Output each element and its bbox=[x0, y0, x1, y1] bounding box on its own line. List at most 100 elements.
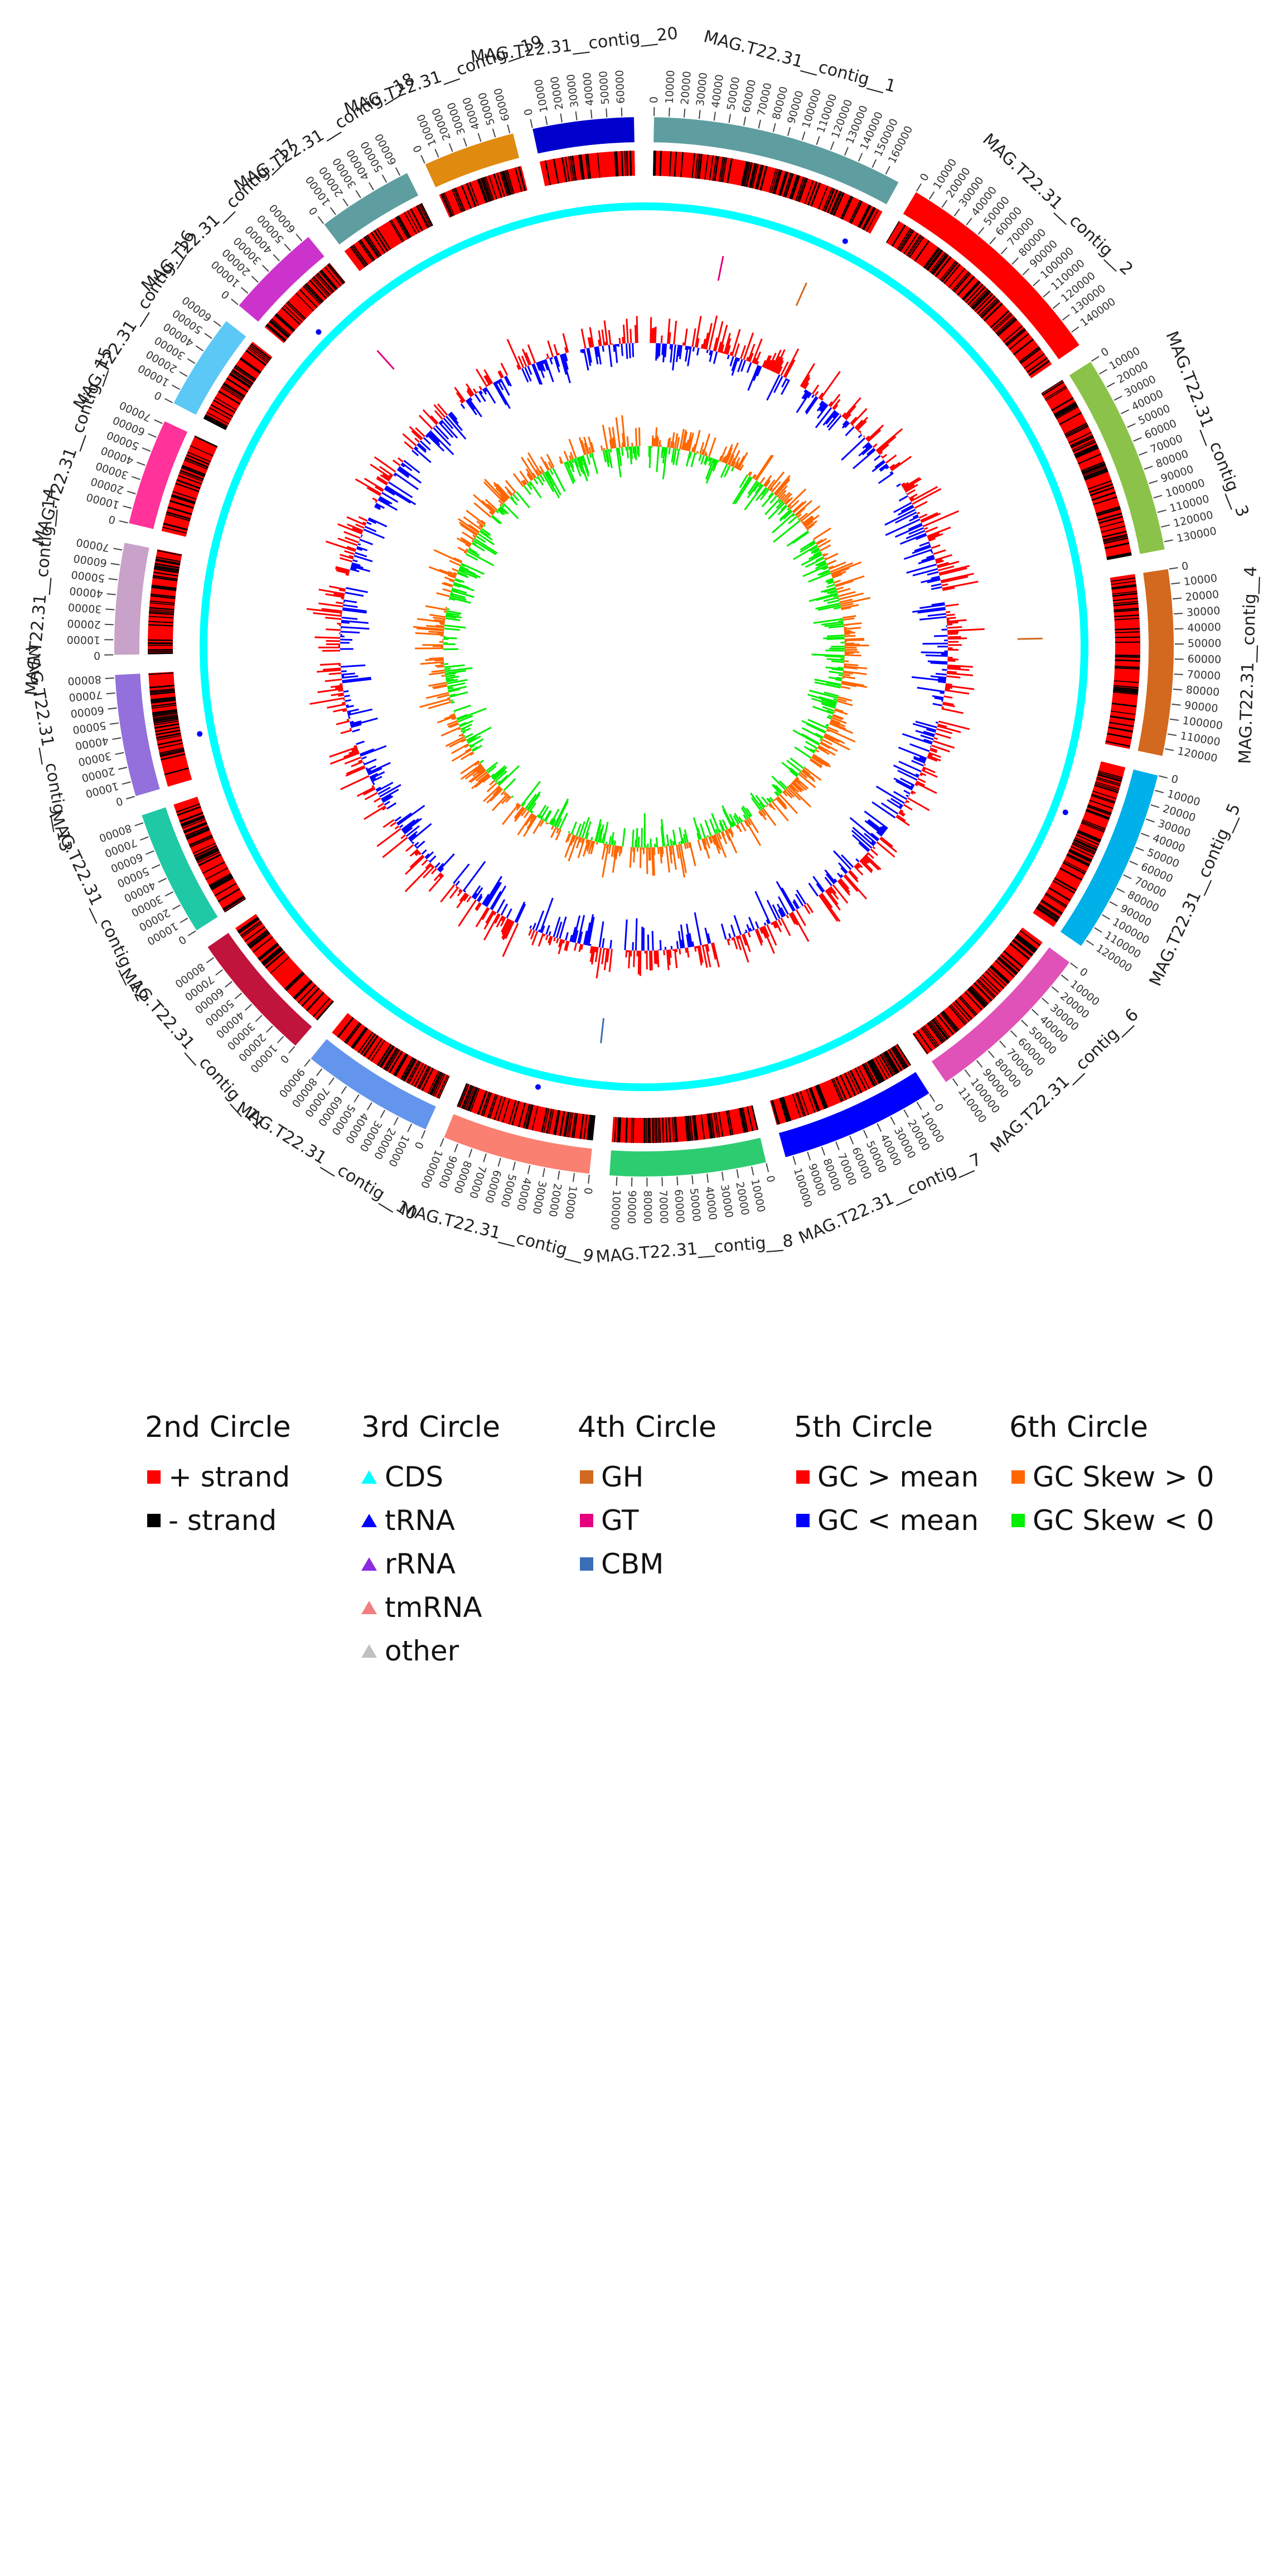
gc-bar bbox=[942, 580, 979, 590]
minus-strand-gene bbox=[153, 714, 178, 719]
gc-bar bbox=[330, 752, 360, 765]
gc-bar bbox=[819, 400, 824, 406]
gc-bar bbox=[844, 422, 850, 428]
gc-bar bbox=[670, 344, 674, 363]
minus-strand-gene bbox=[691, 153, 695, 178]
gc-bar bbox=[914, 783, 918, 787]
minus-strand-gene bbox=[1041, 380, 1063, 394]
minus-strand-gene bbox=[217, 888, 240, 903]
gc-bar bbox=[366, 521, 372, 525]
gc-bar bbox=[930, 662, 948, 665]
minus-strand-gene bbox=[769, 168, 777, 193]
gc-skew-bar bbox=[446, 679, 468, 685]
gc-skew-bar bbox=[809, 689, 839, 699]
gc-skew-bar bbox=[830, 719, 841, 724]
minus-strand-gene bbox=[1113, 601, 1139, 604]
gc-bar bbox=[598, 340, 601, 347]
gc-skew-bar bbox=[815, 556, 824, 562]
gc-skew-bar bbox=[498, 765, 520, 786]
gc-skew-bar bbox=[811, 548, 820, 554]
minus-strand-gene bbox=[245, 350, 267, 366]
gc-bar bbox=[766, 919, 769, 924]
gc-bar bbox=[795, 909, 806, 926]
gc-skew-bar bbox=[811, 756, 828, 767]
gc-bar bbox=[603, 948, 608, 970]
minus-strand-gene bbox=[1087, 804, 1112, 815]
gc-skew-bar bbox=[540, 806, 549, 820]
gc-bar bbox=[423, 437, 431, 445]
gc-bar bbox=[497, 380, 504, 390]
legend: 2nd Circle + strand - strand 3rd Circle … bbox=[0, 1411, 1288, 1712]
gc-bar bbox=[852, 834, 870, 851]
gc-bar bbox=[370, 771, 385, 780]
gc-bar bbox=[342, 607, 367, 612]
gc-skew-bar bbox=[774, 791, 779, 797]
gc-skew-bar bbox=[782, 493, 792, 503]
gc-bar bbox=[772, 922, 777, 929]
gc-bar bbox=[807, 393, 812, 399]
tick-line bbox=[1042, 998, 1049, 1005]
gc-bar bbox=[327, 703, 346, 709]
tick-line bbox=[463, 138, 467, 147]
minus-strand-gene bbox=[564, 1112, 570, 1137]
gc-bar bbox=[766, 899, 778, 921]
gc-skew-bar bbox=[826, 716, 832, 720]
gc-skew-bar bbox=[466, 727, 492, 742]
gc-skew-bar bbox=[753, 474, 757, 480]
gc-bar bbox=[342, 676, 371, 682]
minus-strand-gene bbox=[247, 929, 268, 946]
minus-strand-gene bbox=[195, 847, 218, 859]
tick-line bbox=[204, 332, 212, 339]
gc-skew-bar bbox=[526, 472, 534, 481]
minus-strand-gene bbox=[224, 898, 246, 913]
minus-strand-gene bbox=[965, 283, 984, 303]
tick-line bbox=[454, 1144, 458, 1153]
gc-bar bbox=[844, 405, 856, 419]
gc-bar bbox=[691, 328, 696, 347]
gc-skew-bar bbox=[609, 439, 613, 449]
gc-skew-bar bbox=[798, 773, 816, 788]
gc-bar bbox=[323, 667, 341, 671]
legend-title: 4th Circle bbox=[578, 1411, 716, 1444]
tick-label: 60000 bbox=[70, 704, 105, 720]
tick-line bbox=[1157, 509, 1166, 513]
gc-skew-bar bbox=[737, 452, 748, 470]
minus-strand-gene bbox=[1036, 906, 1058, 922]
gc-skew-bar bbox=[446, 612, 460, 616]
gc-skew-bar bbox=[743, 476, 752, 489]
gc-skew-bar bbox=[599, 837, 602, 843]
minus-strand-gene bbox=[388, 1050, 403, 1073]
tick-line bbox=[1102, 914, 1111, 920]
gc-skew-bar bbox=[778, 490, 787, 499]
gc-skew-bar bbox=[670, 441, 673, 448]
gc-skew-bar bbox=[451, 588, 459, 593]
tick-label: 70000 bbox=[657, 1190, 670, 1224]
gc-bar bbox=[574, 942, 578, 951]
gc-skew-bar bbox=[783, 510, 793, 520]
tick-line bbox=[215, 969, 224, 976]
gc-bar bbox=[754, 351, 762, 365]
gc-skew-bar bbox=[826, 724, 829, 727]
gc-skew-bar bbox=[453, 584, 461, 588]
gc-bar bbox=[478, 895, 483, 903]
gc-skew-bar bbox=[474, 538, 498, 554]
gc-skew-bar bbox=[461, 738, 467, 743]
gc-bar bbox=[947, 670, 957, 674]
minus-strand-gene bbox=[658, 1117, 661, 1143]
gc-bar bbox=[686, 934, 690, 948]
gc-bar bbox=[936, 560, 945, 564]
tick-line bbox=[497, 1158, 501, 1167]
minus-strand-gene bbox=[218, 390, 241, 405]
tick-label: 0 bbox=[176, 933, 188, 947]
minus-strand-gene bbox=[896, 1044, 912, 1066]
gc-bar bbox=[747, 365, 759, 391]
gc-skew-bar bbox=[505, 792, 508, 795]
minus-strand-gene bbox=[748, 163, 756, 188]
minus-strand-gene bbox=[950, 1004, 967, 1024]
gc-skew-bar bbox=[685, 439, 690, 451]
gc-bar bbox=[878, 472, 894, 485]
gc-skew-bar bbox=[472, 534, 477, 538]
gc-skew-bar bbox=[449, 560, 461, 566]
tick-line bbox=[296, 234, 303, 241]
minus-strand-gene bbox=[482, 177, 492, 202]
